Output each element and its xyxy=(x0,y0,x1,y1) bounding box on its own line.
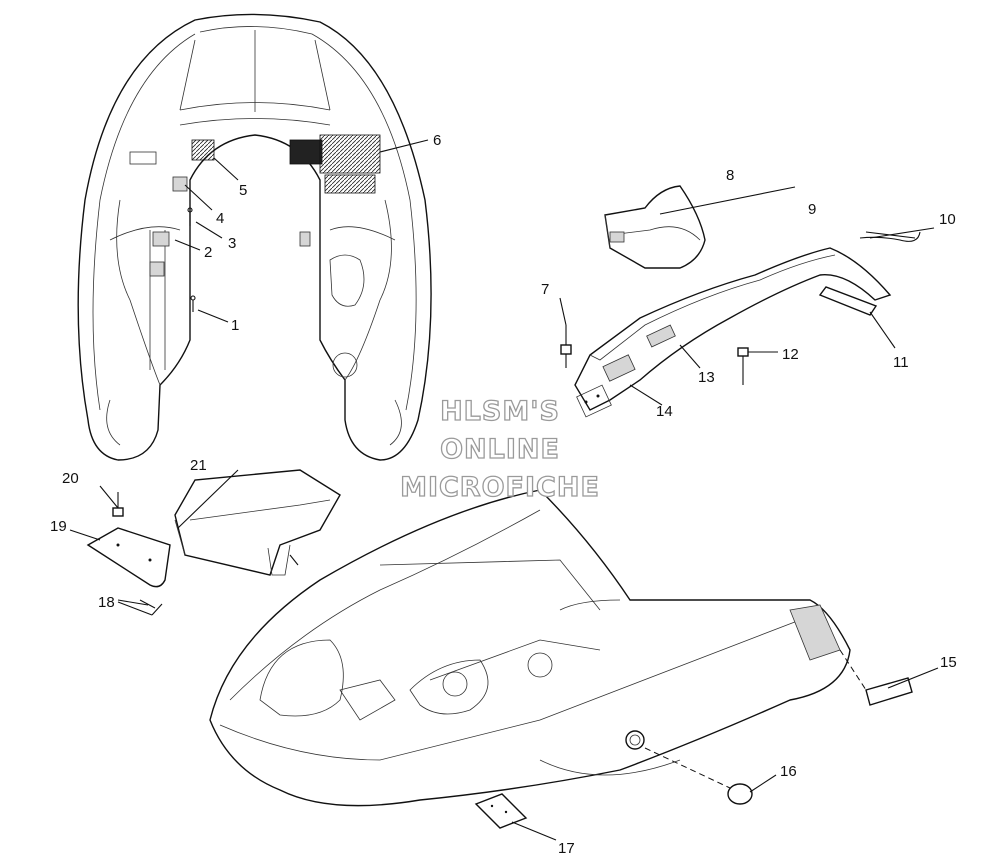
part-12-screw xyxy=(737,347,749,385)
callout-7: 7 xyxy=(541,281,549,298)
watermark-line-3: MICROFICHE xyxy=(400,472,600,503)
part-21-panel xyxy=(174,469,341,576)
callout-1: 1 xyxy=(231,317,239,334)
assembly-lines xyxy=(644,649,867,789)
part-9-bracket xyxy=(574,247,892,418)
part-16-plug xyxy=(727,783,753,805)
part-10-cable xyxy=(859,231,921,242)
callout-5: 5 xyxy=(239,182,247,199)
part-19-plate xyxy=(86,527,171,588)
callout-14: 14 xyxy=(656,403,673,420)
callout-9: 9 xyxy=(808,201,816,218)
callout-labels: 1 2 3 4 5 6 7 8 9 10 11 12 13 14 15 16 1… xyxy=(50,132,957,857)
hood-assembly xyxy=(77,13,432,461)
callout-13: 13 xyxy=(698,369,715,386)
callout-10: 10 xyxy=(939,211,956,228)
callout-17: 17 xyxy=(558,840,575,857)
part-18-screws xyxy=(139,554,299,616)
watermark-line-1: HLSM'S xyxy=(440,396,560,427)
callout-4: 4 xyxy=(216,210,224,227)
part-8-shroud xyxy=(604,185,796,269)
callout-19: 19 xyxy=(50,518,67,535)
callout-11: 11 xyxy=(893,354,909,371)
callout-20: 20 xyxy=(62,470,79,487)
callout-3: 3 xyxy=(228,235,236,252)
callout-21: 21 xyxy=(190,457,207,474)
lower-body xyxy=(209,489,851,807)
watermark: HLSM'S ONLINE MICROFICHE xyxy=(399,395,600,503)
part-15-plate xyxy=(865,677,913,706)
callout-18: 18 xyxy=(98,594,115,611)
callout-6: 6 xyxy=(433,132,441,149)
watermark-line-2: ONLINE xyxy=(440,434,560,465)
leader-lines xyxy=(69,139,939,841)
part-17-plate xyxy=(474,793,528,829)
callout-12: 12 xyxy=(782,346,799,363)
part-7-screw xyxy=(560,325,572,368)
callout-16: 16 xyxy=(780,763,797,780)
callout-8: 8 xyxy=(726,167,734,184)
part-11-decal xyxy=(818,286,878,316)
callout-2: 2 xyxy=(204,244,212,261)
hood-fasteners xyxy=(187,207,196,312)
callout-15: 15 xyxy=(940,654,957,671)
